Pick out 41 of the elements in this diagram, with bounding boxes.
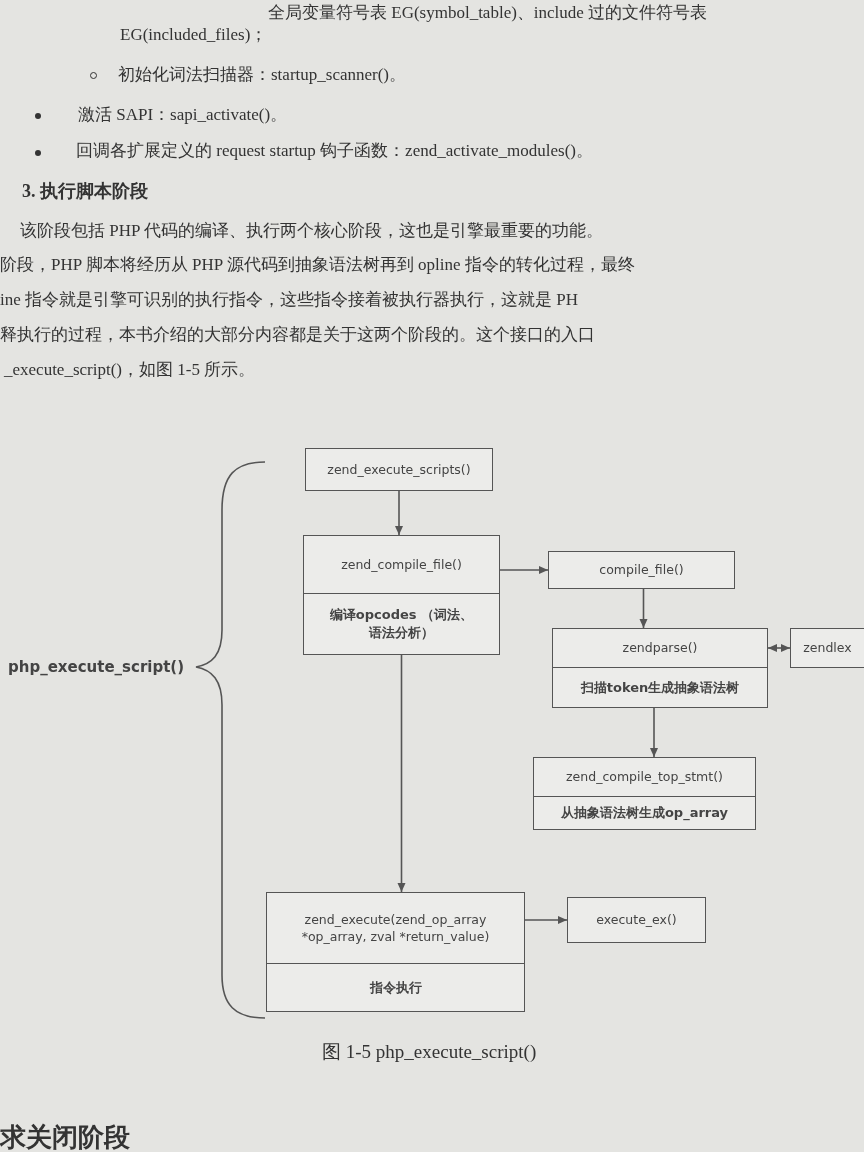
arrow	[499, 566, 549, 574]
process-box	[790, 628, 864, 668]
process-box	[266, 892, 525, 1012]
body-text: _execute_script()，如图 1-5 所示。	[4, 359, 256, 381]
function-name: zend_compile_file()	[341, 555, 462, 574]
process-box	[548, 551, 735, 589]
arrow	[524, 916, 568, 924]
process-box	[533, 757, 756, 830]
brace-label: php_execute_script()	[8, 657, 185, 678]
figure-caption: 图 1-5 php_execute_script()	[322, 1040, 537, 1064]
process-box	[303, 535, 500, 655]
arrow	[395, 490, 403, 536]
body-text: 回调各扩展定义的 request startup 钩子函数：zend_activate_modules()。	[76, 140, 593, 162]
body-text: EG(included_files)；	[120, 24, 268, 46]
arrow	[397, 654, 406, 893]
arrow	[639, 588, 648, 629]
process-box	[552, 628, 768, 708]
step-description: 从抽象语法树生成op_array	[560, 804, 729, 822]
process-box	[567, 897, 706, 943]
body-text: 初始化词法扫描器：startup_scanner()。	[118, 64, 406, 86]
process-box	[305, 448, 493, 491]
body-text: 该阶段包括 PHP 代码的编译、执行两个核心阶段，这也是引擎最重要的功能。	[20, 220, 604, 242]
section-heading: 3. 执行脚本阶段	[22, 180, 148, 203]
body-text: 激活 SAPI：sapi_activate()。	[78, 104, 288, 126]
body-text: ine 指令就是引擎可识别的执行指令，这些指令接着被执行器执行，这就是 PH	[0, 289, 578, 311]
function-name: zendparse()	[622, 639, 698, 657]
body-text: 全局变量符号表 EG(symbol_table)、include 过的文件符号表	[268, 2, 708, 24]
function-name: compile_file()	[599, 561, 684, 579]
function-name: zend_execute(zend_op_array *op_array, zval *return_value)	[300, 910, 491, 946]
step-description: 指令执行	[369, 978, 422, 997]
step-description: 编译opcodes （词法、语法分析）	[328, 606, 475, 642]
arrow	[767, 644, 791, 652]
arrow	[650, 707, 658, 758]
section-heading: 求关闭阶段	[0, 1122, 130, 1152]
body-text: 释执行的过程，本书介绍的大部分内容都是关于这两个阶段的。这个接口的入口	[0, 324, 595, 346]
function-name: zend_execute_scripts()	[327, 460, 471, 479]
function-name: zend_compile_top_stmt()	[566, 768, 723, 786]
function-name: zendlex	[803, 639, 852, 657]
function-name: execute_ex()	[596, 911, 677, 929]
step-description: 扫描token生成抽象语法树	[580, 678, 740, 697]
body-text: 阶段，PHP 脚本将经历从 PHP 源代码到抽象语法树再到 opline 指令的转化过程，最终	[0, 254, 635, 276]
